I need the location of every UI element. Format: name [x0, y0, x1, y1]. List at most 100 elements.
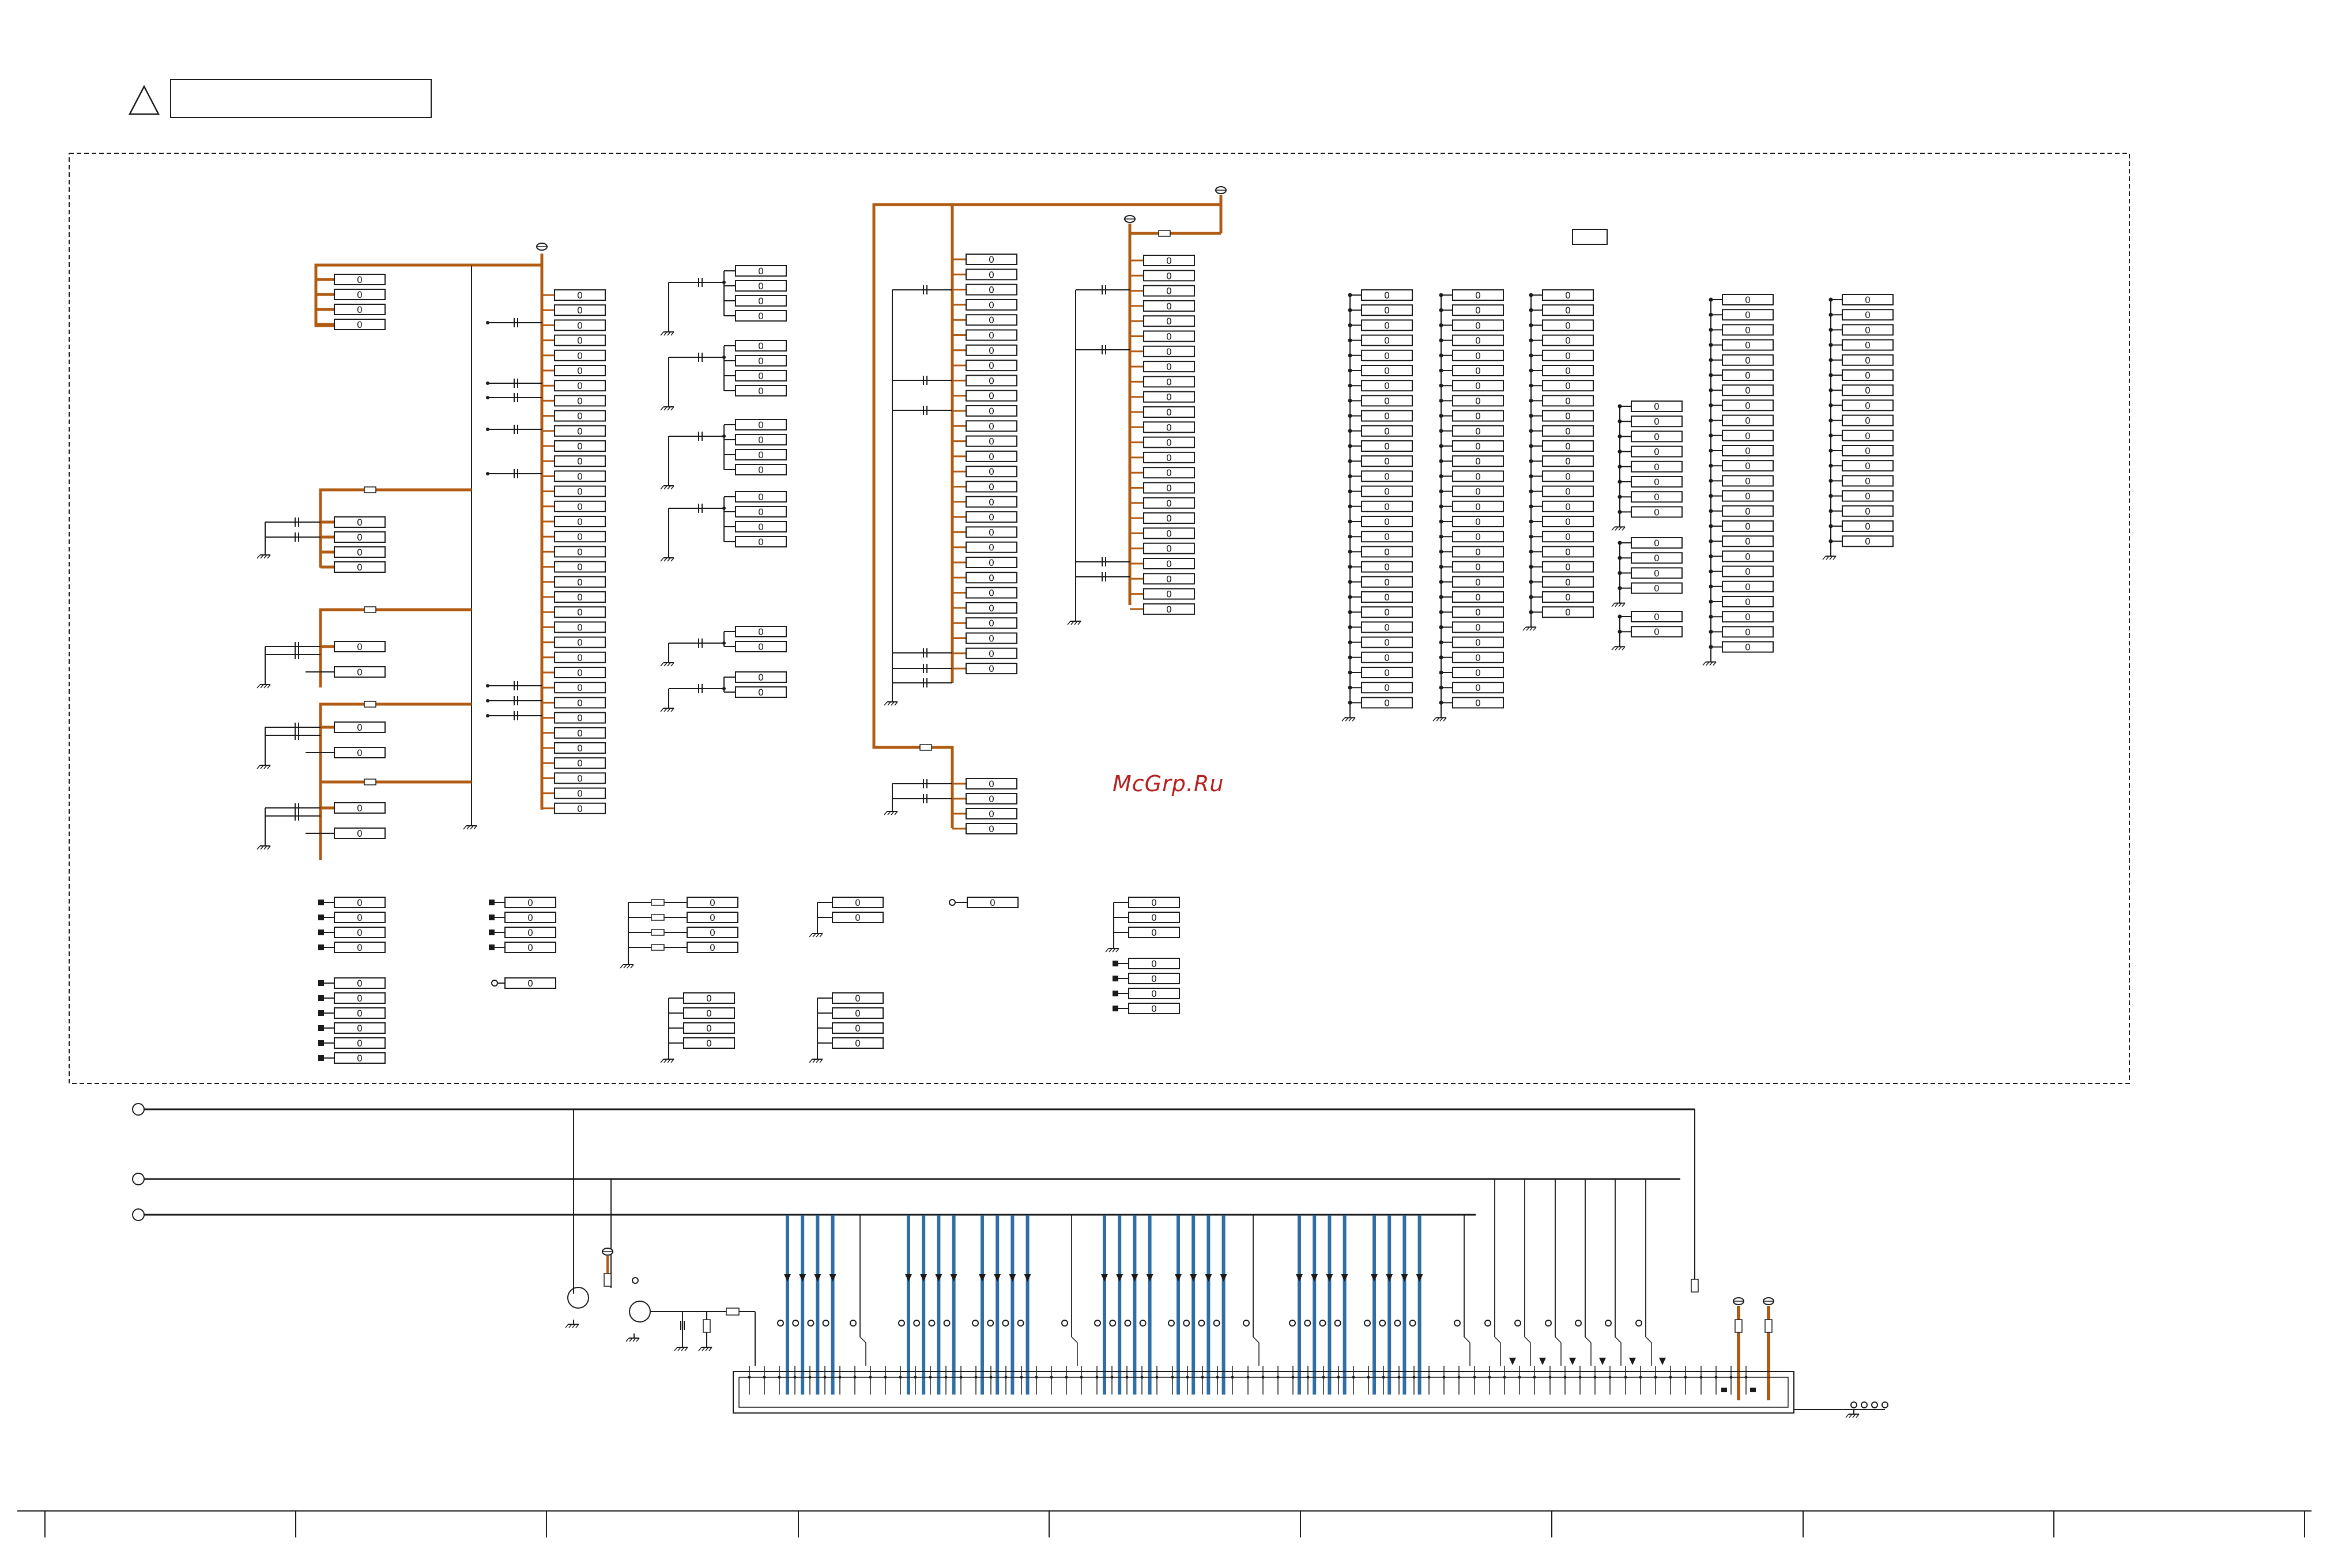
resistor: [966, 778, 1017, 789]
ground-icon: [667, 662, 671, 667]
junction-dot: [1439, 474, 1443, 478]
resistor: [554, 727, 606, 739]
resistor-value: 0: [357, 993, 363, 1004]
junction-dot: [1348, 595, 1352, 599]
resistor: [1143, 315, 1195, 327]
junction-dot: [1617, 509, 1622, 514]
resistor: [966, 617, 1017, 629]
ground-icon: [670, 708, 674, 712]
resistor-value: 0: [1745, 566, 1751, 577]
resistor-value: 0: [1475, 335, 1481, 346]
resistor-value: 0: [1384, 411, 1390, 422]
resistor-value: 0: [1865, 415, 1871, 426]
resistor-value: 0: [1166, 270, 1172, 281]
resistor: [1542, 531, 1594, 543]
resistor-value: 0: [1475, 441, 1481, 452]
junction-dot: [1348, 580, 1352, 584]
wire: [1524, 1336, 1531, 1343]
resistor-value: 0: [1745, 340, 1751, 351]
junction-dot: [1201, 1376, 1204, 1379]
resistor-value: 0: [758, 296, 764, 307]
connector-pin-icon: [489, 944, 495, 950]
ground-icon: [1105, 948, 1109, 953]
resistor: [966, 663, 1017, 675]
junction-dot: [1439, 549, 1443, 554]
resistor-value: 0: [758, 687, 764, 698]
resistor: [1452, 440, 1504, 452]
resistor: [1361, 455, 1413, 467]
resistor-value: 0: [1475, 365, 1481, 376]
resistor: [966, 420, 1017, 432]
resistor-value: 0: [1384, 577, 1390, 588]
resistor-value: 0: [758, 626, 764, 637]
ground-icon: [1709, 662, 1713, 666]
ground-icon: [1611, 603, 1615, 607]
wire: [1464, 1336, 1470, 1343]
ground-icon: [473, 825, 477, 830]
resistor-value: 0: [1745, 521, 1751, 532]
junction-dot: [1442, 1376, 1446, 1379]
resistor-value: 0: [577, 350, 583, 361]
resistor: [735, 355, 787, 367]
resistor: [1542, 546, 1594, 558]
arrow-icon: [950, 1274, 957, 1282]
resistor: [334, 274, 386, 285]
resistor: [1452, 319, 1504, 331]
connector-icon: [733, 1371, 1794, 1414]
resistor-value: 0: [855, 1023, 861, 1034]
terminal-icon: [1017, 1320, 1024, 1327]
resistor-value: 0: [1865, 385, 1871, 396]
resistor-value: 0: [1384, 501, 1390, 512]
resistor: [966, 344, 1017, 356]
arrow-icon: [920, 1274, 927, 1282]
resistor-value: 0: [1565, 426, 1571, 437]
resistor-value: 0: [989, 648, 994, 659]
resistor-value: 0: [1865, 475, 1871, 486]
ground-icon: [663, 406, 668, 411]
junction-dot: [1709, 388, 1713, 392]
ground-icon: [263, 845, 267, 850]
resistor-value: 0: [577, 622, 583, 633]
resistor: [1542, 440, 1594, 452]
terminal-icon: [807, 1320, 815, 1327]
wire: [319, 608, 472, 687]
resistor: [1542, 561, 1594, 573]
ground-icon: [627, 964, 631, 969]
junction-dot: [1529, 534, 1533, 539]
resistor-value: 0: [1745, 611, 1751, 622]
resistor: [1764, 1319, 1773, 1333]
resistor-value: 0: [1151, 973, 1157, 984]
resistor: [334, 516, 386, 528]
resistor: [703, 1319, 711, 1333]
junction-dot: [1828, 312, 1833, 317]
resistor-value: 0: [1565, 501, 1571, 512]
ground-icon: [267, 554, 271, 559]
resistor-value: 0: [1166, 301, 1172, 312]
junction-dot: [1828, 403, 1833, 407]
junction-dot: [989, 1376, 993, 1379]
ground-icon: [812, 1059, 816, 1063]
junction-dot: [1709, 327, 1713, 332]
resistor: [1542, 591, 1594, 603]
junction-dot: [1529, 549, 1533, 554]
resistor-value: 0: [1565, 577, 1571, 588]
connector-pin-icon: [318, 980, 324, 986]
junction-dot: [1828, 433, 1833, 438]
junction-dot: [1140, 1376, 1144, 1379]
resistor-value: 0: [1166, 483, 1172, 494]
arrow-icon: [1416, 1274, 1423, 1282]
ground-icon: [684, 1347, 688, 1351]
ground-icon: [260, 684, 264, 689]
junction-dot: [1348, 353, 1352, 358]
junction-dot: [1709, 448, 1713, 453]
junction-dot: [1529, 580, 1533, 584]
resistor-value: 0: [357, 1008, 363, 1019]
junction-dot: [1095, 1376, 1099, 1379]
ground-icon: [670, 406, 674, 411]
resistor-value: 0: [1475, 592, 1481, 603]
resistor-value: 0: [577, 335, 583, 346]
resistor: [334, 1052, 386, 1064]
resistor: [554, 561, 606, 573]
junction-dot: [1171, 1376, 1174, 1379]
resistor: [334, 304, 386, 315]
